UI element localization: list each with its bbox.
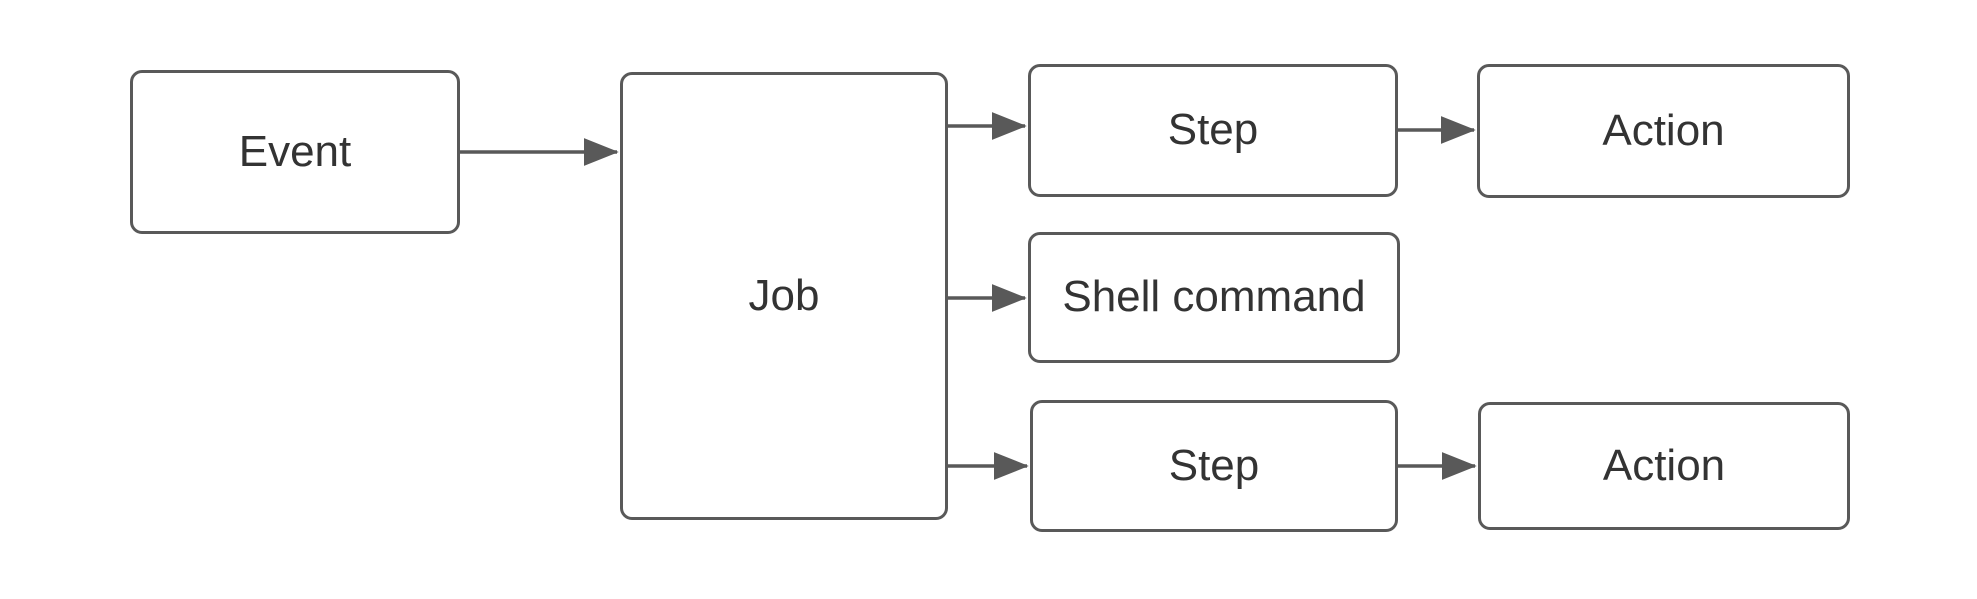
node-event-label: Event — [238, 126, 352, 176]
node-event: Event — [130, 70, 460, 234]
node-step-top-label: Step — [1167, 105, 1259, 155]
node-action-top-label: Action — [1602, 105, 1725, 155]
node-shell-command-label: Shell command — [1062, 272, 1366, 322]
node-shell-command: Shell command — [1028, 232, 1400, 363]
node-action-top: Action — [1477, 64, 1850, 198]
node-step-bottom: Step — [1030, 400, 1398, 532]
node-action-bottom-label: Action — [1602, 440, 1726, 490]
node-job-label: Job — [748, 270, 820, 320]
node-job: Job — [620, 72, 948, 520]
node-action-bottom: Action — [1478, 402, 1850, 530]
node-step-bottom-label: Step — [1168, 440, 1260, 490]
node-step-top: Step — [1028, 64, 1398, 197]
